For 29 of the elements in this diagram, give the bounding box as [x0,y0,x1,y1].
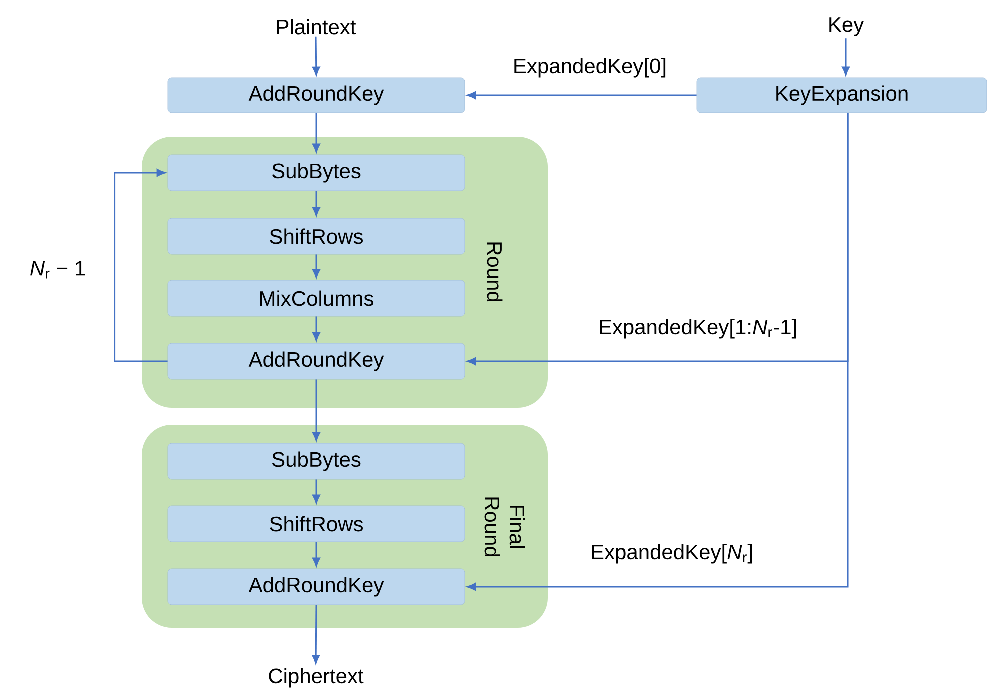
arrow [114,169,168,362]
arrow [312,254,320,278]
arrow [467,113,849,591]
io-label: Plaintext [277,19,356,35]
arrow [842,38,850,76]
process-box: ShiftRows [168,506,466,542]
edge-label: N$_{r}$ − 1 [28,260,88,280]
io-label: Key [830,18,864,36]
arrow [312,605,320,664]
arrow [312,380,320,442]
process-box: AddRoundKey [168,78,466,114]
arrow [312,480,320,504]
process-box: SubBytes [168,443,466,480]
arrow [467,92,697,100]
arrow [312,316,320,342]
process-box: ShiftRows [168,218,466,255]
process-box: MixColumns [168,280,466,317]
arrow [312,542,320,567]
process-box: AddRoundKey [168,568,466,606]
io-label: Ciphertext [269,668,364,688]
process-box: SubBytes [168,154,466,192]
edge-label: ExpandedKey[1:N$_{r}$-1] [597,318,799,340]
edge-label: ExpandedKey[N$_{r}$] [590,543,755,565]
process-box: AddRoundKey [168,343,466,380]
arrow [312,191,320,216]
process-box: KeyExpansion [696,78,987,114]
arrow [312,36,320,76]
edge-label: ExpandedKey[0] [512,57,668,79]
arrow [312,113,320,153]
